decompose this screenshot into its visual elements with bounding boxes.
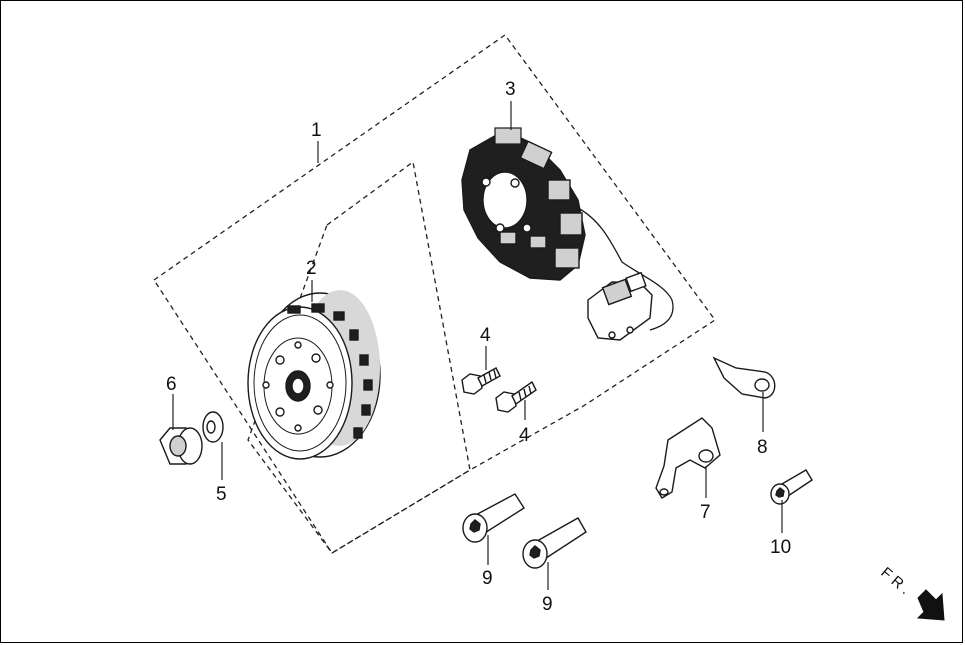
callout-1: 1 [311, 120, 322, 141]
callout-7: 7 [700, 502, 711, 523]
callout-2: 2 [306, 258, 317, 279]
wire-bracket-part [655, 417, 721, 499]
stator-bolt-upper [461, 367, 501, 395]
small-bolt-part [770, 469, 813, 505]
callout-9-lower: 9 [542, 594, 553, 615]
callout-4-lower: 4 [519, 425, 530, 446]
callout-9-upper: 9 [482, 568, 493, 589]
washer-part [202, 411, 224, 443]
flywheel-rotor-part [247, 290, 381, 460]
stator-bolt-lower [495, 380, 537, 413]
stator-part [461, 127, 674, 341]
callout-10: 10 [770, 537, 791, 558]
callout-5: 5 [216, 484, 227, 505]
socket-bolt-upper [462, 493, 525, 543]
callout-4-upper: 4 [480, 325, 491, 346]
callout-3: 3 [505, 79, 516, 100]
assembly-group-outline [153, 34, 716, 554]
socket-bolt-lower [522, 517, 587, 569]
clamp-plate-part [712, 356, 776, 399]
flange-nut-part [159, 427, 203, 465]
callout-6: 6 [166, 374, 177, 395]
callout-8: 8 [757, 437, 768, 458]
front-direction-label: F R . [877, 564, 913, 598]
arrow-down-right-icon [916, 589, 945, 621]
